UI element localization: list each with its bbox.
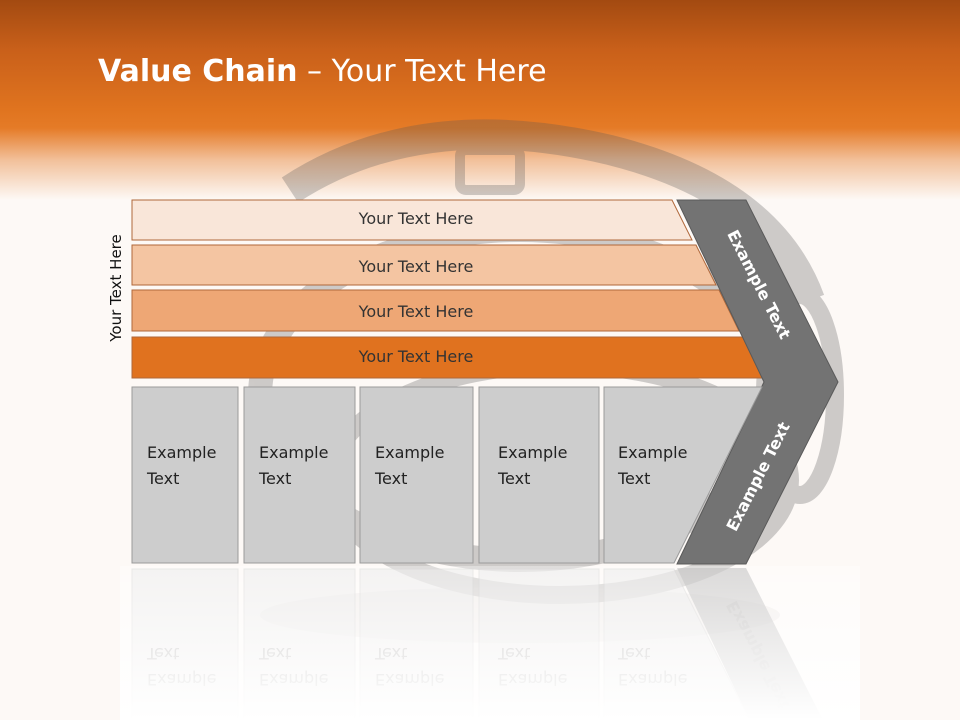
band-4-label: Your Text Here xyxy=(358,347,474,366)
activity-box-1: Example Text xyxy=(131,386,239,564)
band-3-label: Your Text Here xyxy=(358,302,474,321)
header-band xyxy=(0,0,960,200)
activity-box-1-shape xyxy=(131,386,239,564)
activity-box-2-line2: Text xyxy=(258,469,291,488)
band-2-label: Your Text Here xyxy=(358,257,474,276)
activity-box-4: Example Text xyxy=(478,386,600,564)
activity-box-4-line1: Example xyxy=(498,443,567,462)
activity-box-4-line2: Text xyxy=(497,469,530,488)
activity-box-2: Example Text xyxy=(243,386,356,564)
band-2: Your Text Here xyxy=(131,244,717,286)
page-title: Value Chain – Your Text Here xyxy=(98,54,547,89)
activity-box-5-line1: Example xyxy=(618,443,687,462)
band-1-label: Your Text Here xyxy=(358,209,474,228)
title-rest: – Your Text Here xyxy=(297,54,547,89)
activity-box-3-shape xyxy=(359,386,474,564)
activity-box-3-line2: Text xyxy=(374,469,407,488)
band-4: Your Text Here xyxy=(131,336,765,379)
reflection-fade xyxy=(120,566,860,720)
band-3-shape xyxy=(131,289,740,332)
activity-box-2-line1: Example xyxy=(259,443,328,462)
activity-box-3-line1: Example xyxy=(375,443,444,462)
activity-box-1-line2: Text xyxy=(146,469,179,488)
activity-box-1-line1: Example xyxy=(147,443,216,462)
activity-box-3: Example Text xyxy=(359,386,474,564)
band-3: Your Text Here xyxy=(131,289,740,332)
chevron-shape xyxy=(676,199,839,565)
band-2-shape xyxy=(131,244,717,286)
activity-box-4-shape xyxy=(478,386,600,564)
band-1: Your Text Here xyxy=(131,199,693,241)
activity-box-5-shape xyxy=(603,386,763,564)
activity-box-5: Example Text xyxy=(603,386,763,564)
activity-box-2-shape xyxy=(243,386,356,564)
activity-box-5-line2: Text xyxy=(617,469,650,488)
band-1-shape xyxy=(131,199,693,241)
side-label: Your Text Here xyxy=(107,234,125,342)
title-bold: Value Chain xyxy=(98,54,298,89)
